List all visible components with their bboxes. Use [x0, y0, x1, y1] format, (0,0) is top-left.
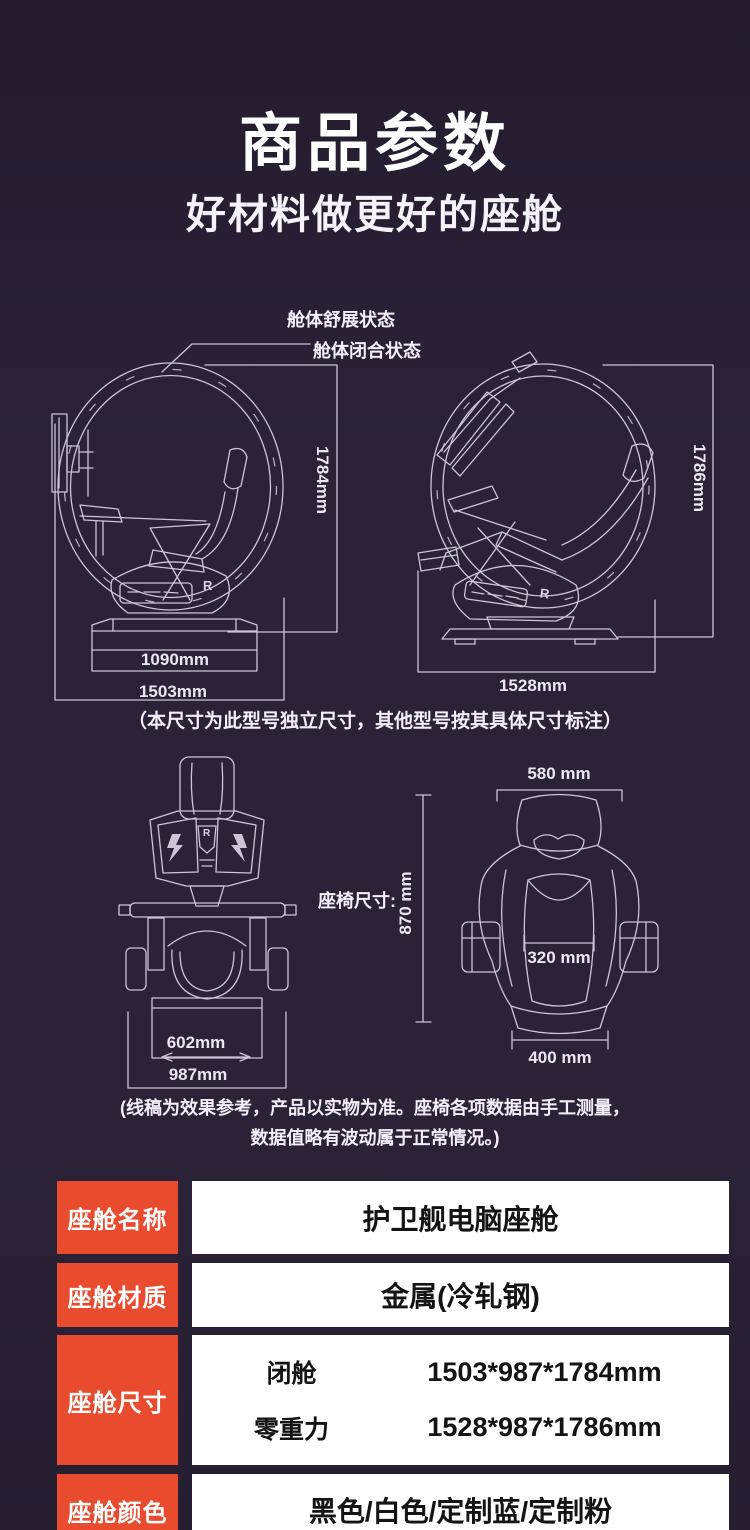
row-gap — [57, 1254, 729, 1263]
brand-r-logo-open: R — [203, 578, 213, 593]
seat-drawing — [416, 790, 658, 1049]
size-subrow-zerogravity: 零重力 1528*987*1786mm — [192, 1410, 729, 1446]
row-label-cell: 座舱材质 — [57, 1263, 178, 1327]
dim-open-height: 1784mm — [313, 445, 332, 515]
seat-note-line2: 数据值略有波动属于正常情况。) — [250, 1128, 500, 1148]
dim-closed-height: 1786mm — [690, 443, 709, 513]
row-value-cell: 闭舱 1503*987*1784mm 零重力 1528*987*1786mm — [192, 1335, 729, 1465]
table-row: 座舱名称 护卫舰电脑座舱 — [57, 1181, 729, 1254]
dim-seat-height: 870 mm — [396, 871, 415, 935]
dim-seat-bottom-width: 400 mm — [528, 1048, 592, 1067]
table-row: 座舱材质 金属(冷轧钢) — [57, 1263, 729, 1327]
size-subrow-name: 闭舱 — [266, 1360, 317, 1389]
row-value-cell: 金属(冷轧钢) — [192, 1263, 729, 1327]
dim-closed-total-width: 1528mm — [498, 676, 568, 695]
seat-dims-label: 座椅尺寸: — [318, 891, 396, 911]
row-label-cell: 座舱名称 — [57, 1181, 178, 1254]
size-subrow-closed: 闭舱 1503*987*1784mm — [192, 1354, 729, 1390]
row-label-cell: 座舱颜色 — [57, 1474, 178, 1530]
page-subtitle: 好材料做更好的座舱 — [186, 193, 564, 237]
dim-open-total-width: 1503mm — [138, 682, 208, 701]
size-subrow-name: 零重力 — [253, 1415, 329, 1444]
front-view-drawing — [119, 757, 296, 1088]
closed-state-label: 舱体闭合状态 — [313, 341, 421, 361]
row-gap — [57, 1327, 729, 1335]
row-value-cell: 黑色/白色/定制蓝/定制粉 — [192, 1474, 729, 1530]
dim-open-base-width: 1090mm — [140, 650, 210, 669]
cabin-diagrams-lineart — [0, 290, 750, 1100]
row-value-cell: 护卫舰电脑座舱 — [192, 1181, 729, 1254]
seat-note-line1: (线稿为效果参考，产品以实物为准。座椅各项数据由手工测量， — [120, 1098, 630, 1118]
table-row: 座舱尺寸 闭舱 1503*987*1784mm 零重力 1528*987*178… — [57, 1335, 729, 1465]
closed-state-drawing — [418, 352, 713, 672]
page-title: 商品参数 — [239, 109, 511, 179]
brand-r-logo-front: R — [203, 828, 211, 839]
row-gap — [57, 1465, 729, 1474]
size-subrow-value: 1528*987*1786mm — [427, 1412, 662, 1443]
table-row: 座舱颜色 黑色/白色/定制蓝/定制粉 — [57, 1474, 729, 1530]
open-state-label: 舱体舒展状态 — [287, 310, 395, 330]
open-state-drawing — [52, 344, 337, 700]
dim-seat-top-width: 580 mm — [527, 764, 591, 783]
dim-front-base-width: 602mm — [166, 1033, 226, 1052]
size-subrow-value: 1503*987*1784mm — [427, 1356, 662, 1387]
row-label-cell: 座舱尺寸 — [57, 1335, 178, 1465]
dimension-note: （本尺寸为此型号独立尺寸，其他型号按其具体尺寸标注） — [127, 711, 622, 732]
dim-seat-inner-width: 320 mm — [527, 948, 591, 967]
spec-table: 座舱名称 护卫舰电脑座舱 座舱材质 金属(冷轧钢) 座舱尺寸 闭舱 1503*9… — [57, 1181, 729, 1530]
dim-front-total-width: 987mm — [168, 1065, 228, 1084]
